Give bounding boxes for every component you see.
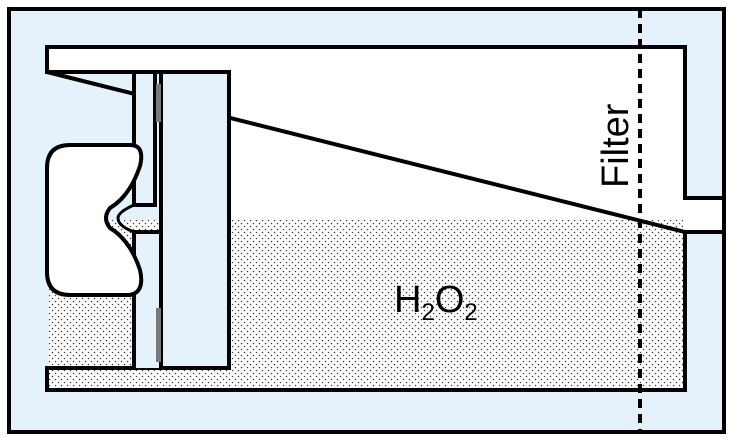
lower-arm: [132, 230, 163, 368]
liquid-label-h: H: [394, 279, 421, 321]
liquid-label-sub1: 2: [421, 299, 434, 326]
lower-seal: [156, 308, 161, 362]
piston-block: [159, 70, 231, 370]
liquid-label-sub2: 2: [464, 299, 477, 326]
filter-label: Filter: [595, 103, 637, 188]
membrane: [116, 203, 135, 234]
liquid-label-o: O: [435, 279, 465, 321]
actuator: [45, 143, 144, 297]
liquid-label: H2O2: [394, 279, 478, 326]
liquid-bottom-channel: [49, 368, 161, 388]
upper-seal: [156, 84, 161, 122]
